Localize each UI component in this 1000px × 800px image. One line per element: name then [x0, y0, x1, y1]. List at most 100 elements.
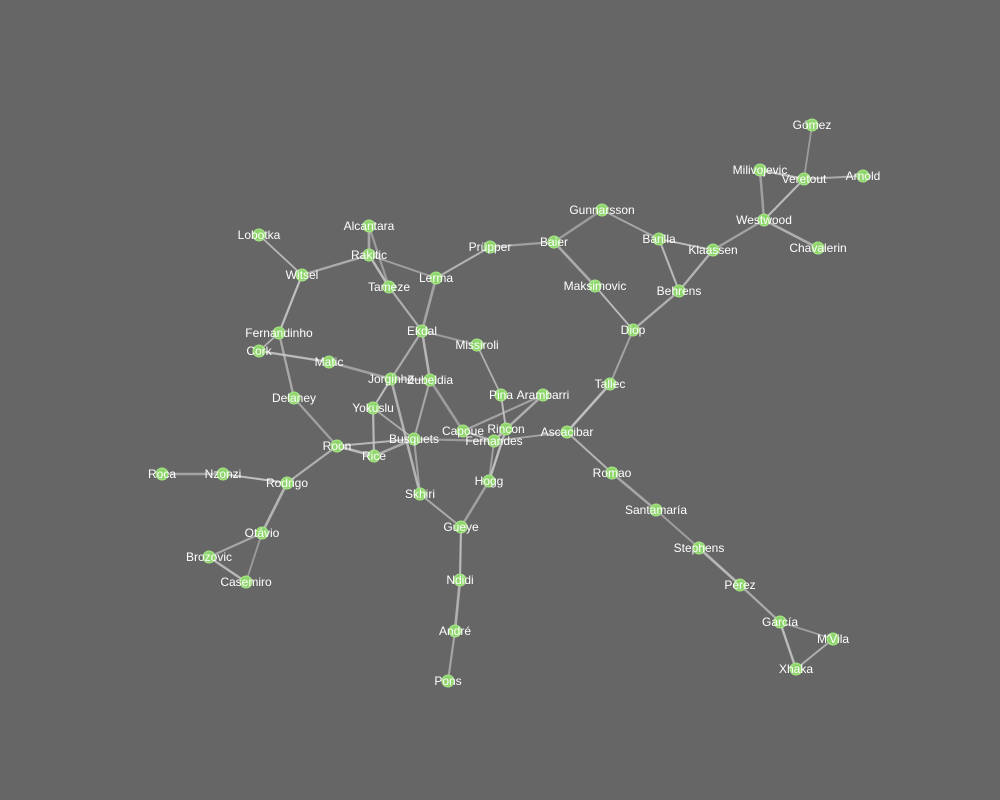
edge-nzonzi-rodrigo	[221, 472, 289, 485]
node-capoue[interactable]	[456, 424, 470, 438]
node-delaney[interactable]	[287, 391, 301, 405]
node-fernandes[interactable]	[487, 434, 501, 448]
edge-westwood-chavalerin	[762, 218, 820, 250]
edge-ekdal-missiroli	[421, 330, 478, 346]
node-ndidi[interactable]	[453, 573, 467, 587]
node-romao[interactable]	[605, 466, 619, 480]
node-label-fernandes: Fernandes	[465, 434, 522, 448]
node-label-behrens: Behrens	[657, 284, 702, 298]
edge-veretout-westwood	[762, 177, 806, 222]
node-tallec[interactable]	[603, 377, 617, 391]
node-gueye[interactable]	[454, 520, 468, 534]
node-label-arnold: Arnold	[846, 169, 881, 183]
node-skhiri[interactable]	[413, 487, 427, 501]
node-baier[interactable]	[547, 235, 561, 249]
node-label-busquets: Busquets	[389, 432, 439, 446]
node-label-stephens: Stephens	[674, 541, 725, 555]
node-xhaka[interactable]	[789, 662, 803, 676]
node-maksimovic[interactable]	[588, 279, 602, 293]
edge-busquets-fernandes	[412, 437, 496, 443]
node-arambarri[interactable]	[536, 388, 550, 402]
node-gomez[interactable]	[805, 118, 819, 132]
edge-baier-prupper	[488, 240, 556, 249]
node-cork[interactable]	[252, 344, 266, 358]
edge-missiroli-pina	[476, 344, 502, 396]
node-brozovic[interactable]	[202, 550, 216, 564]
edge-busquets-rice	[372, 437, 416, 458]
node-barilla[interactable]	[652, 232, 666, 246]
node-label-barilla: Barilla	[642, 232, 676, 246]
node-matic[interactable]	[322, 355, 336, 369]
edge-yokuslu-busquets	[372, 407, 415, 440]
node-jorginho[interactable]	[384, 372, 398, 386]
node-label-roon: Roon	[323, 439, 352, 453]
node-veretout[interactable]	[797, 172, 811, 186]
node-pina[interactable]	[494, 388, 508, 402]
node-lerma[interactable]	[429, 271, 443, 285]
node-rincon[interactable]	[499, 422, 513, 436]
node-label-gueye: Gueye	[443, 520, 479, 534]
edge-klaassen-barilla	[658, 238, 714, 251]
node-zubeldia[interactable]	[423, 373, 437, 387]
node-westwood[interactable]	[757, 213, 771, 227]
node-tameze[interactable]	[382, 280, 396, 294]
node-witsel[interactable]	[295, 268, 309, 282]
edge-ascacibar-romao	[566, 431, 613, 474]
node-label-rakitic: Rakitic	[351, 248, 387, 262]
node-rodrigo[interactable]	[280, 476, 294, 490]
edge-maksimovic-diop	[594, 285, 634, 331]
node-ekdal[interactable]	[415, 324, 429, 338]
edge-brozovic-casemiro	[207, 555, 248, 584]
node-pons[interactable]	[441, 674, 455, 688]
node-milivojevic[interactable]	[753, 163, 767, 177]
node-andre[interactable]	[448, 624, 462, 638]
edge-jorginho-zubeldia	[389, 377, 432, 382]
edge-milivojevic-westwood	[758, 168, 766, 222]
edge-jorginho-skhiri	[389, 377, 422, 496]
node-casemiro[interactable]	[239, 575, 253, 589]
node-label-tallec: Tallec	[595, 377, 626, 391]
node-behrens[interactable]	[672, 284, 686, 298]
node-garcia[interactable]	[773, 615, 787, 629]
edge-otavio-brozovic	[207, 531, 264, 559]
edge-rincon-hogg	[487, 427, 508, 483]
node-rice[interactable]	[367, 449, 381, 463]
node-yokuslu[interactable]	[366, 401, 380, 415]
node-label-fernandinho: Fernandinho	[245, 326, 313, 340]
node-busquets[interactable]	[407, 432, 421, 446]
node-hogg[interactable]	[482, 474, 496, 488]
node-m-vila[interactable]	[826, 632, 840, 646]
node-stephens[interactable]	[692, 541, 706, 555]
edge-otavio-casemiro	[245, 532, 263, 583]
node-gunnarsson[interactable]	[595, 203, 609, 217]
edge-milivojevic-veretout	[758, 168, 806, 181]
node-label-prupper: Prüpper	[469, 240, 512, 254]
node-perez[interactable]	[733, 578, 747, 592]
node-diop[interactable]	[626, 323, 640, 337]
edge-ekdal-zubeldia	[420, 329, 432, 382]
edge-behrens-diop	[631, 289, 681, 332]
node-fernandinho[interactable]	[272, 326, 286, 340]
edge-m-vila-xhaka	[795, 638, 834, 670]
node-chavalerin[interactable]	[811, 241, 825, 255]
node-alcantara[interactable]	[362, 219, 376, 233]
node-prupper[interactable]	[483, 240, 497, 254]
node-klaassen[interactable]	[706, 243, 720, 257]
node-santamaria[interactable]	[649, 503, 663, 517]
node-label-perez: Pérez	[724, 578, 755, 592]
node-label-lobotka: Lobotka	[238, 228, 281, 242]
node-arnold[interactable]	[856, 169, 870, 183]
node-lobotka[interactable]	[252, 228, 266, 242]
node-ascacibar[interactable]	[560, 425, 574, 439]
node-nzonzi[interactable]	[216, 467, 230, 481]
edge-arambarri-capoue	[461, 393, 545, 433]
node-otavio[interactable]	[255, 526, 269, 540]
node-rakitic[interactable]	[362, 248, 376, 262]
node-roon[interactable]	[330, 439, 344, 453]
node-label-ekdal: Ekdal	[407, 324, 437, 338]
node-missiroli[interactable]	[470, 338, 484, 352]
node-roca[interactable]	[155, 467, 169, 481]
edge-witsel-fernandinho	[277, 273, 304, 335]
node-label-maksimovic: Maksimovic	[564, 279, 627, 293]
